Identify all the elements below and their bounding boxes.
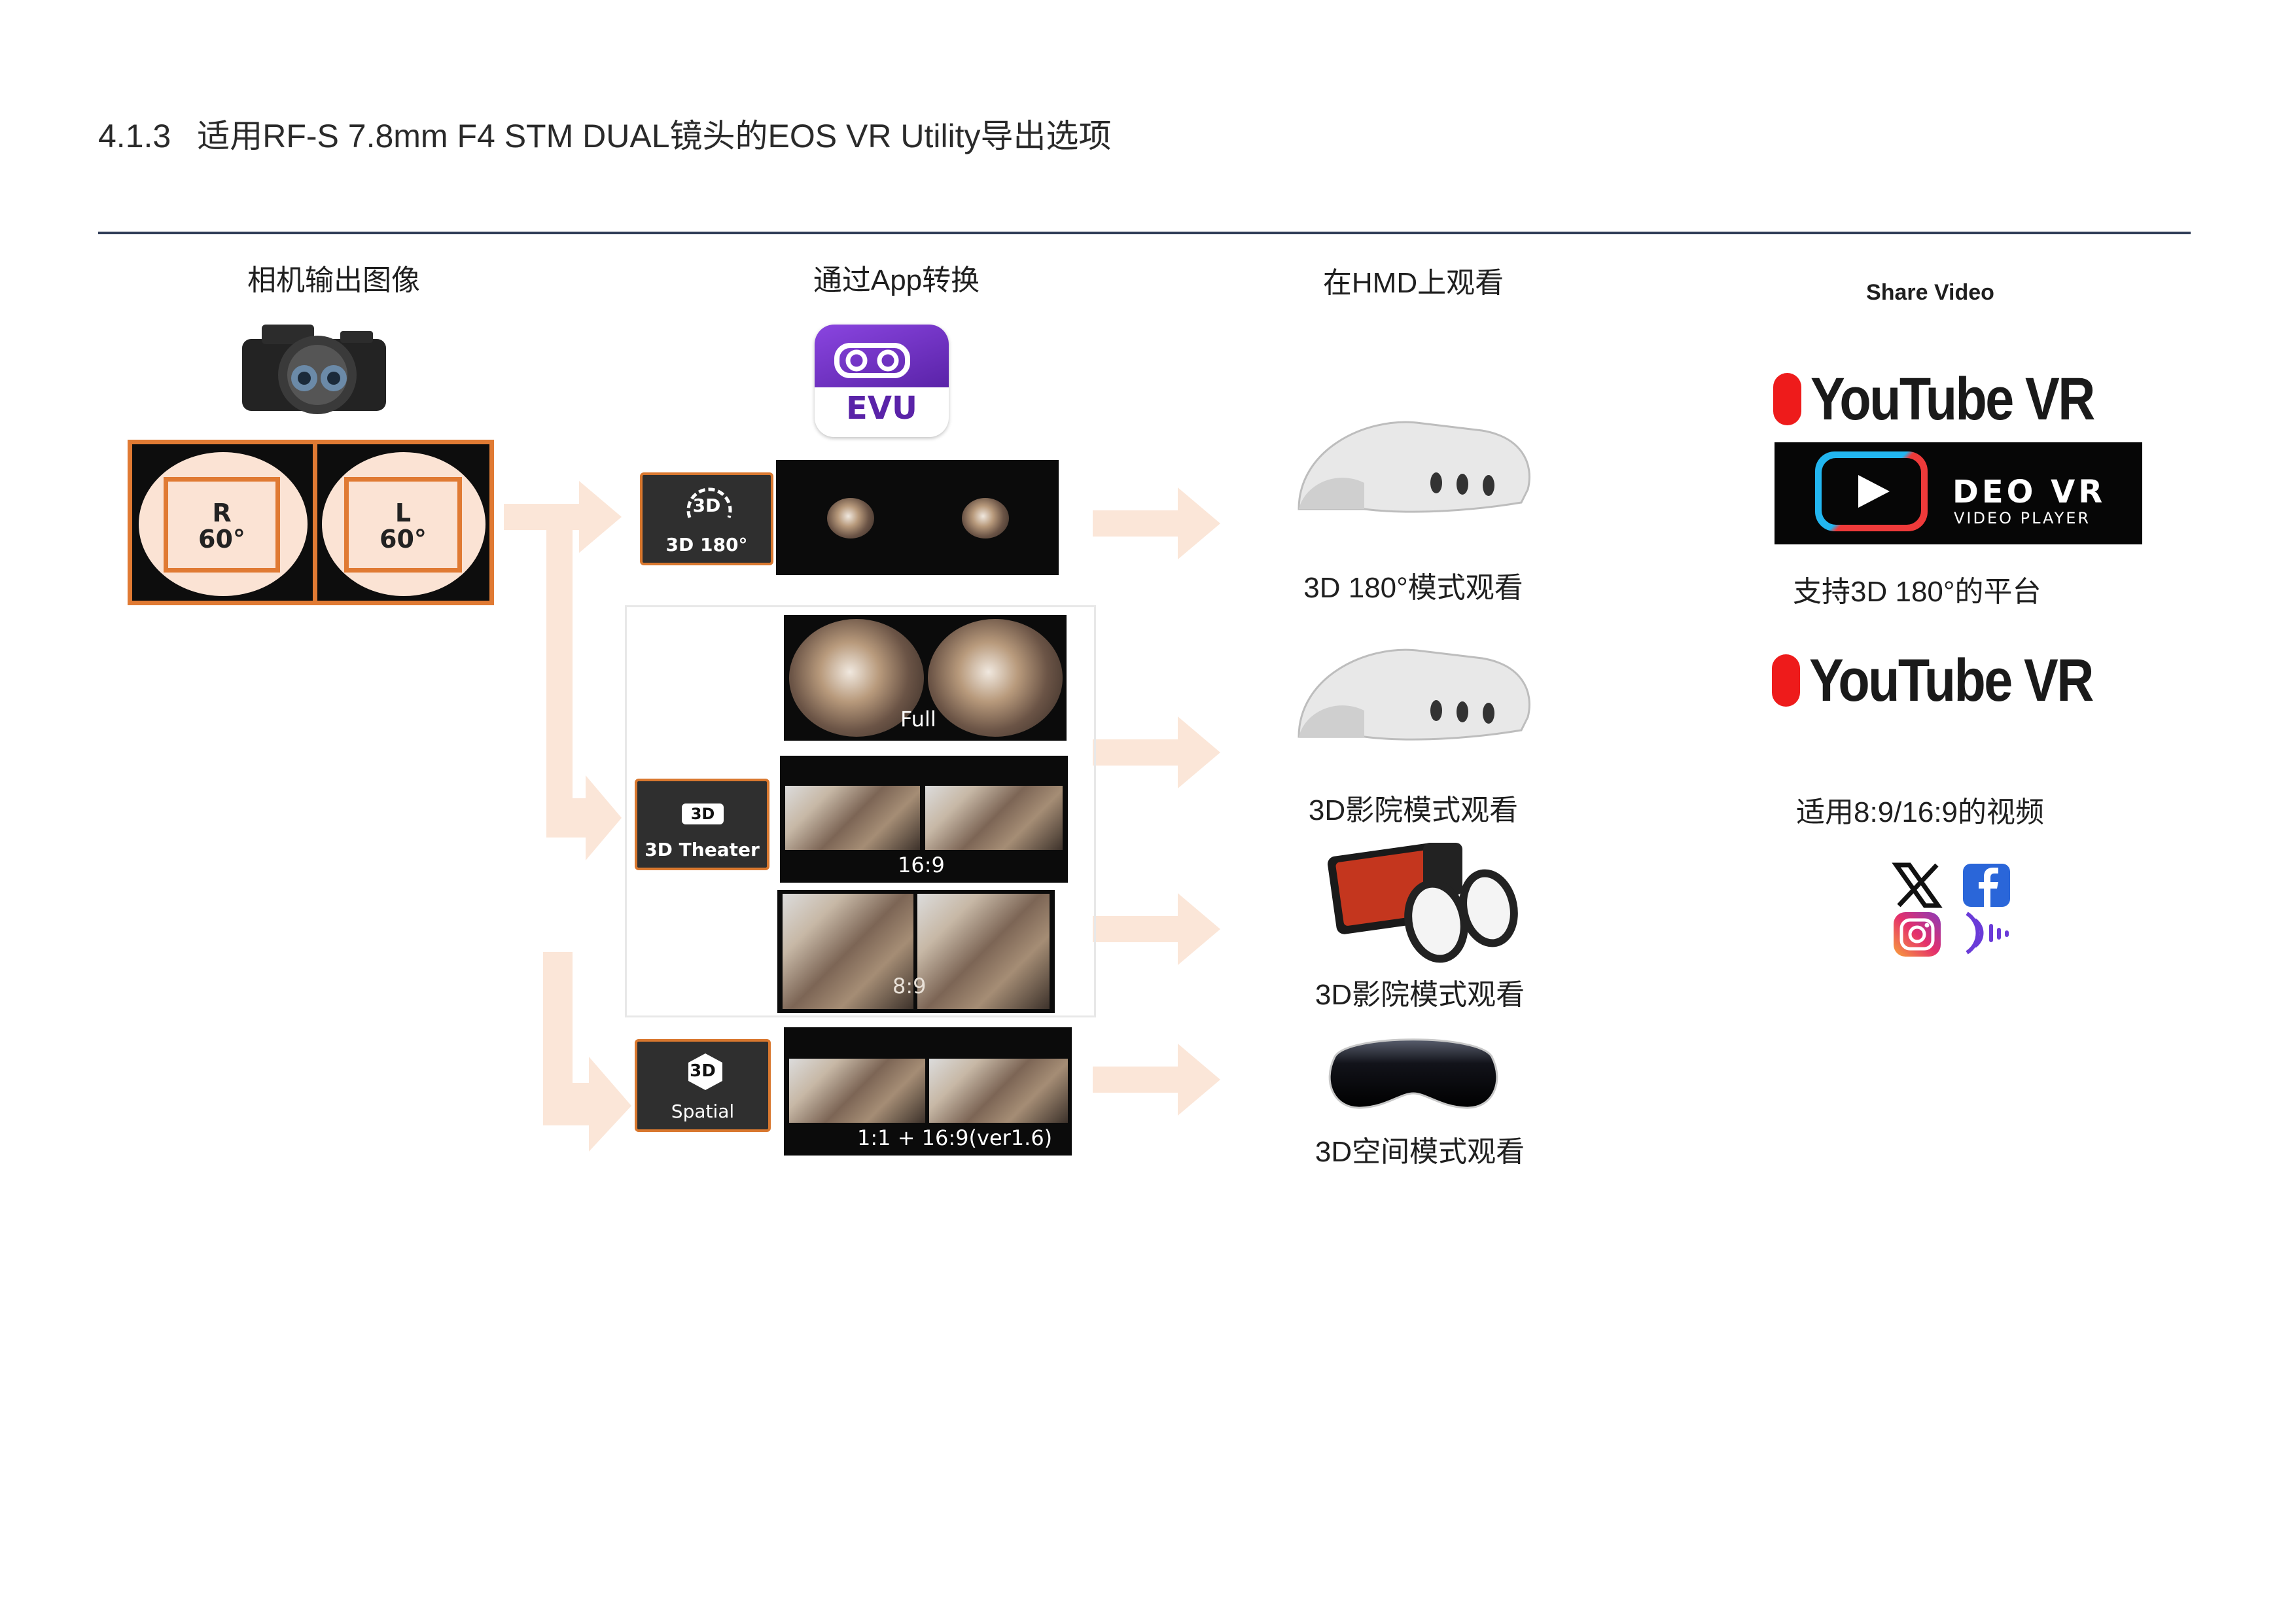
full-eye-left xyxy=(928,619,1063,737)
preview-vr180 xyxy=(776,460,1059,575)
column-header-share: Share Video xyxy=(1866,280,1994,305)
square-image-right xyxy=(783,894,913,1009)
vision-pro-icon xyxy=(1328,1038,1498,1109)
instagram-icon xyxy=(1894,912,1941,957)
camera-output-image: R 60° L 60° xyxy=(128,440,494,605)
spatial-preview-label: 1:1 + 16:9(ver1.6) xyxy=(857,1125,1053,1150)
arrow-vr180-to-hmd xyxy=(1093,487,1220,559)
preview-square: 8:9 xyxy=(777,890,1055,1013)
youtube-vr-logo: YouTube VR xyxy=(1773,366,2140,432)
full-eye-right xyxy=(789,619,924,737)
preview-spatial: 1:1 + 16:9(ver1.6) xyxy=(784,1027,1072,1156)
caption-theater-1: 3D影院模式观看 xyxy=(1308,794,1519,826)
arrow-wide-to-hmd xyxy=(1093,893,1220,965)
wide-image-left xyxy=(925,786,1063,850)
deo-vr-title: DEO VR xyxy=(1952,474,2106,510)
arrow-full-to-hmd xyxy=(1093,716,1220,788)
deo-play-icon xyxy=(1815,451,1928,531)
wide-label: 16:9 xyxy=(898,853,945,877)
youtube-play-icon xyxy=(1772,654,1831,707)
deo-vr-subtitle: VIDEO PLAYER xyxy=(1954,509,2091,527)
square-image-left xyxy=(917,894,1050,1009)
youtube-vr-text-2: YouTube VR xyxy=(1809,646,2094,714)
vr-goggles-icon xyxy=(834,343,910,378)
crop-box-right: R 60° xyxy=(164,477,280,573)
column-header-camera: 相机输出图像 xyxy=(247,264,420,296)
crop-left-letter: L xyxy=(395,499,412,527)
evu-app-icon: EVU xyxy=(815,325,949,437)
mode-tile-theater: 3D 3D Theater xyxy=(635,779,769,870)
phone-viewer-icon xyxy=(1328,843,1518,963)
preview-wide: 16:9 xyxy=(780,756,1068,883)
deo-vr-logo: DEO VR VIDEO PLAYER xyxy=(1775,442,2142,544)
preview-full: Full xyxy=(784,615,1067,741)
column-header-app: 通过App转换 xyxy=(813,264,980,296)
quest-headset-icon xyxy=(1298,648,1530,741)
arrow-branch-theater xyxy=(546,517,622,860)
youtube-vr-logo-2: YouTube VR xyxy=(1772,646,2138,714)
vr180-label: 3D 180° xyxy=(665,534,748,556)
threads-audio-icon xyxy=(1966,911,2009,955)
spatial-label: Spatial xyxy=(671,1101,735,1122)
theater-label: 3D Theater xyxy=(645,839,760,860)
evu-icon-label: EVU xyxy=(846,390,917,427)
arrow-spatial-to-hmd xyxy=(1093,1044,1220,1116)
theater-badge: 3D xyxy=(682,803,724,824)
square-label: 8:9 xyxy=(892,974,927,998)
quest-headset-icon xyxy=(1298,421,1530,513)
caption-spatial: 3D空间模式观看 xyxy=(1315,1136,1525,1168)
full-label: Full xyxy=(900,707,936,732)
spatial-badge: 3D xyxy=(690,1061,716,1081)
vr180-eye-left xyxy=(962,498,1009,538)
wide-image-right xyxy=(785,786,920,850)
camera-icon xyxy=(242,325,386,414)
section-number: 4.1.3 xyxy=(98,118,171,154)
section-title: 适用RF-S 7.8mm F4 STM DUAL镜头的EOS VR Utilit… xyxy=(197,118,1112,154)
caption-vr180-platforms: 支持3D 180°的平台 xyxy=(1793,576,2041,608)
vr180-badge: 3D xyxy=(692,495,721,516)
crop-left-angle: 60° xyxy=(380,525,427,554)
youtube-vr-text: YouTube VR xyxy=(1810,365,2095,432)
output-divider xyxy=(313,444,317,601)
spatial-image-right xyxy=(789,1059,925,1123)
caption-flat-platforms: 适用8:9/16:9的视频 xyxy=(1796,796,2045,828)
caption-theater-2: 3D影院模式观看 xyxy=(1315,979,1525,1011)
youtube-play-icon xyxy=(1773,373,1832,425)
spatial-image-left xyxy=(929,1059,1068,1123)
crop-right-letter: R xyxy=(212,499,232,527)
arrow-branch-spatial xyxy=(543,952,631,1152)
vr180-eye-right xyxy=(827,498,874,538)
crop-right-angle: 60° xyxy=(198,525,245,554)
mode-tile-vr180: 3D 3D 180° xyxy=(640,472,773,565)
page-title: 4.1.3 适用RF-S 7.8mm F4 STM DUAL镜头的EOS VR U… xyxy=(98,110,1112,157)
theater-group xyxy=(625,605,1096,1017)
vr180-icon xyxy=(686,487,732,518)
column-header-hmd: 在HMD上观看 xyxy=(1322,267,1504,299)
spatial-cube-icon xyxy=(688,1053,722,1090)
facebook-icon xyxy=(1963,864,2010,907)
mode-tile-spatial: 3D Spatial xyxy=(635,1039,771,1132)
x-icon xyxy=(1892,862,1943,908)
title-rule xyxy=(98,232,2191,234)
crop-box-left: L 60° xyxy=(344,477,462,573)
caption-vr180: 3D 180°模式观看 xyxy=(1303,572,1523,604)
